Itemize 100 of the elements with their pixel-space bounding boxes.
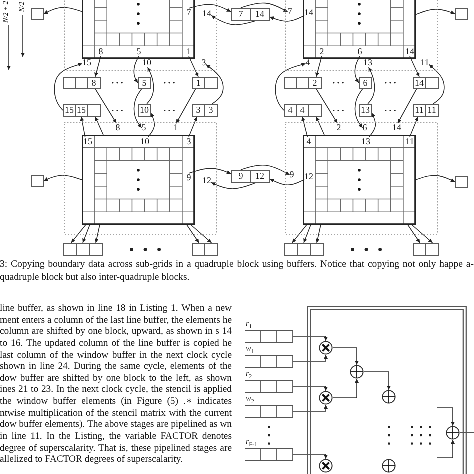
arrow <box>82 224 90 244</box>
element-number: 5 <box>142 124 146 132</box>
buffer-cell <box>192 104 205 117</box>
element-number: 7 <box>186 8 192 18</box>
buffer-cell <box>284 77 297 89</box>
arrow <box>428 64 445 104</box>
buffer-cell <box>455 8 468 20</box>
element-number: 2 <box>320 48 324 56</box>
arrow <box>95 88 118 124</box>
element-number: 1 <box>186 48 192 56</box>
element-number: 1 <box>196 78 201 88</box>
buffer-cell <box>455 176 468 188</box>
element-number: 10 <box>140 137 150 146</box>
element-number: 15 <box>65 106 74 115</box>
signal-label: r$_{F-1}$ <box>246 437 258 446</box>
arrow <box>292 386 328 392</box>
element-number: 8 <box>92 78 96 88</box>
adder-icon <box>446 426 460 440</box>
arrow <box>134 56 140 84</box>
arrow <box>95 116 104 136</box>
arrow <box>292 354 328 362</box>
arrow <box>364 372 391 390</box>
element-number: 11 <box>415 106 424 115</box>
arrow <box>188 56 199 78</box>
element-number: 8 <box>98 48 104 56</box>
arrow <box>304 224 312 244</box>
body-paragraph: line buffer, as shown in line 18 in Listing 1. When a new ment enters a column of the last line buffer, the elements he column are shifted by one block, upward, as shown in s 14 to 16. The updated column of the line buffer is copied he last column of the window buffer in the next clock cycle shown in line 24. During the same cycle, elements of the dow buffer are shifted by one block to the left, as shown ines 21 to 23. In the next clock cycle, the stencil is applied the window buffer elements (in Figure (5) .∗ indicates ntwise multiplication of the stencil matrix with the current dow buffer elements). The above stages are pipelined as wn in line 11. In the Listing, the variable FACTOR denotes degree of superscalarity. That is, these pipelined stages are allelized to FACTOR degrees of superscalarity. <box>0 303 232 466</box>
buffer-cell <box>138 77 151 89</box>
element-number: 2 <box>312 78 318 88</box>
element-number: 13 <box>364 58 372 68</box>
buffer-cell <box>63 77 76 89</box>
arrow <box>44 175 82 182</box>
signal-label: w$_{2}$ <box>246 394 254 403</box>
arrow <box>146 67 154 104</box>
arrow <box>368 67 376 104</box>
arrow <box>412 224 434 244</box>
element-number: 10 <box>140 106 149 115</box>
buffer-cell <box>308 104 322 117</box>
buffer-cell <box>425 77 439 89</box>
element-number: 14 <box>256 10 264 19</box>
dotted-region <box>64 122 217 235</box>
element-number: 10 <box>142 58 152 68</box>
element-number: 4 <box>288 106 293 115</box>
element-number: 9 <box>186 174 192 182</box>
buffer-cell <box>359 77 372 89</box>
buffer-cell <box>284 104 297 117</box>
arrow <box>44 7 82 14</box>
arrow <box>436 408 455 426</box>
signal-label: r$_{2}$ <box>246 369 252 378</box>
element-number: 4 <box>306 137 312 146</box>
buffer-cell <box>31 175 44 187</box>
buffer-cell <box>250 170 270 183</box>
connector-line <box>460 432 474 434</box>
arrow <box>410 116 419 138</box>
shift-register <box>245 437 293 461</box>
multiplier-icon <box>319 391 333 405</box>
buffer-cell <box>87 104 101 117</box>
buffer-cell <box>204 243 218 256</box>
adder-icon <box>382 459 396 473</box>
element-number: 6 <box>358 48 362 56</box>
arrow <box>316 224 322 244</box>
arrow <box>369 112 376 138</box>
buffer-cell <box>204 77 218 89</box>
element-number: 3 <box>208 106 214 115</box>
arrow <box>94 224 100 244</box>
element-number: 12 <box>304 172 314 182</box>
buffer-cell <box>296 77 309 89</box>
buffer-cell <box>231 170 251 183</box>
element-number: 3 <box>202 58 206 68</box>
arrow <box>292 404 328 412</box>
arrow <box>188 4 232 12</box>
element-number: 14 <box>202 10 212 18</box>
buffer-cell <box>296 104 309 117</box>
arrow <box>186 224 200 244</box>
element-number: 11 <box>428 106 436 115</box>
element-number: 12 <box>202 176 212 186</box>
element-number: 12 <box>256 172 264 181</box>
buffer-cell <box>87 77 101 89</box>
shift-register <box>245 344 293 368</box>
arrow <box>436 440 455 458</box>
arrow <box>211 15 256 26</box>
buffer-cell <box>89 243 103 256</box>
buffer-cell <box>308 77 322 89</box>
arrow <box>302 116 308 138</box>
arrow <box>354 56 360 84</box>
figure-caption: 3: Copying boundary data across sub-grids in a quadruple block using buffers. Notice that copying not only happe a-quadruple block but also inter-quadruple blocks. <box>0 259 474 284</box>
element-number: 5 <box>136 48 142 56</box>
arrow <box>316 88 338 124</box>
buffer-cell <box>250 8 270 21</box>
buffer-cell <box>297 243 311 256</box>
buffer-cell <box>75 77 88 89</box>
multiplier-icon <box>319 459 333 473</box>
shift-register <box>245 319 293 343</box>
arrow <box>316 116 325 136</box>
buffer-cell <box>192 77 205 89</box>
arrow <box>54 63 83 111</box>
shift-register <box>245 394 293 418</box>
arrow <box>292 454 328 460</box>
sub-grid <box>303 0 416 59</box>
element-number: 14 <box>415 78 424 88</box>
